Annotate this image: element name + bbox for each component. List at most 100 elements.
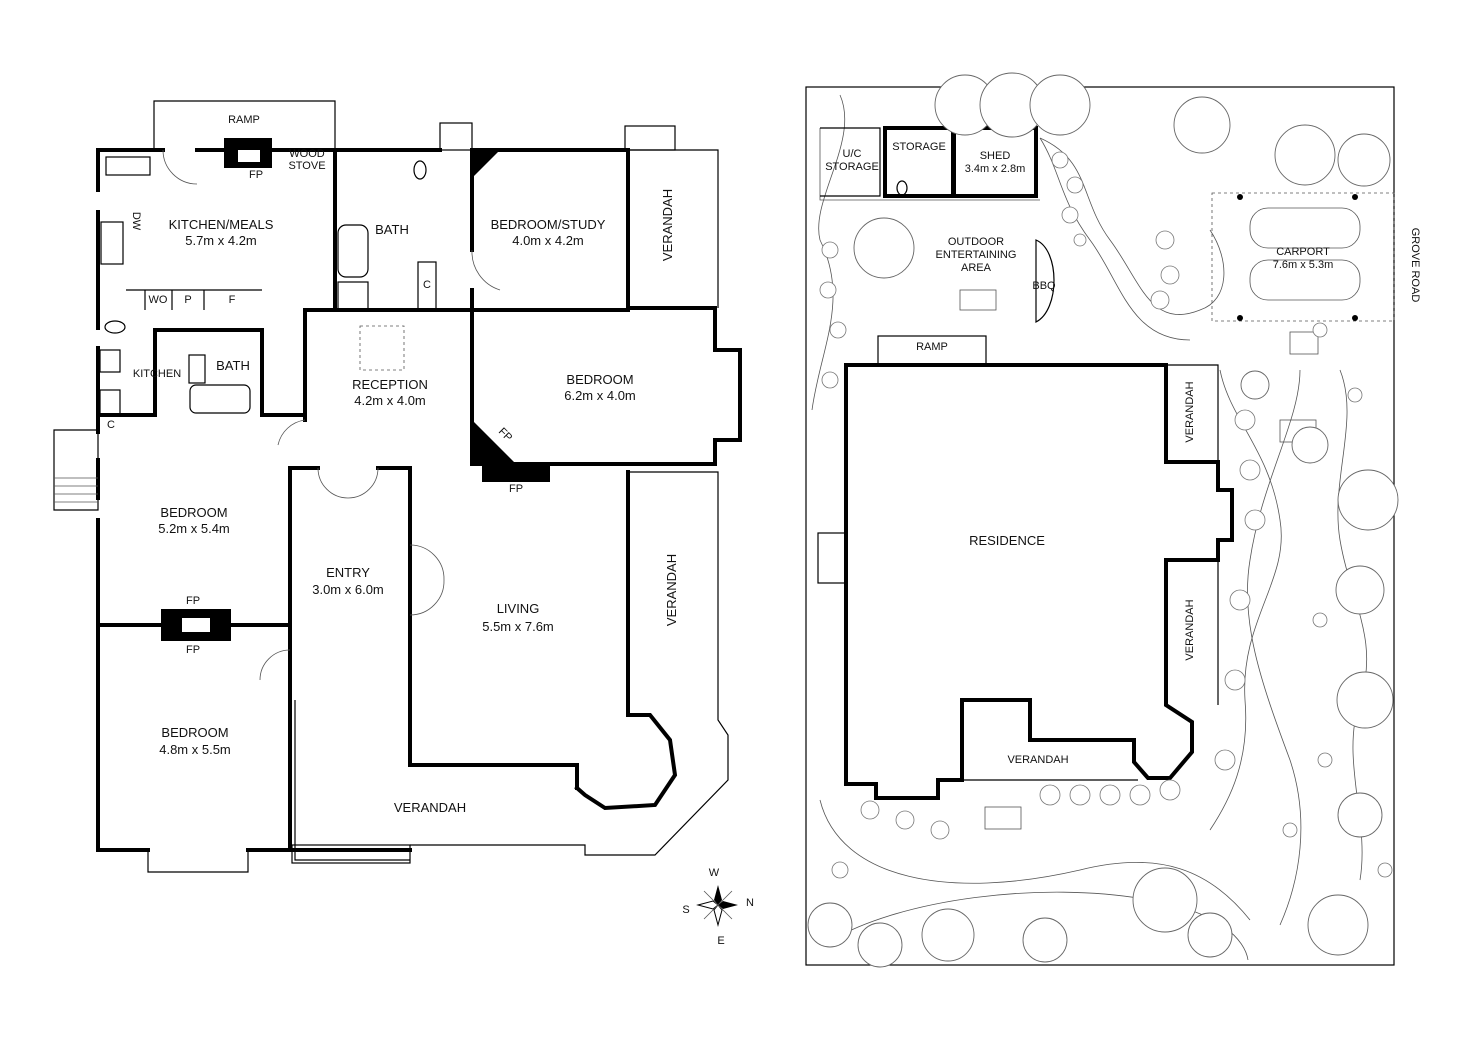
paving-south — [984, 806, 1022, 830]
shower-upper — [337, 281, 369, 311]
compass-s: S — [682, 904, 689, 916]
bedroom-east-size: 6.2m x 4.0m — [564, 388, 636, 403]
reception-door — [277, 419, 306, 446]
verandah-east-label: VERANDAH — [664, 554, 679, 626]
shed-building — [952, 126, 1038, 198]
storage-toilet — [896, 180, 908, 196]
outdoor-label-2: ENTERTAINING — [936, 249, 1017, 261]
bath-upper-label: BATH — [375, 222, 409, 237]
fireplace-label-bedroom-2: FP — [186, 644, 200, 656]
compass-w: W — [709, 867, 720, 879]
shed-size: 3.4m x 2.8m — [965, 163, 1026, 175]
site-side-steps — [817, 532, 847, 584]
living-size: 5.5m x 7.6m — [482, 619, 554, 634]
kitchen-sink-small — [99, 349, 121, 373]
car-2 — [1249, 259, 1361, 301]
outdoor-label-1: OUTDOOR — [948, 236, 1004, 248]
fireplace-label-kitchen: FP — [249, 169, 263, 181]
compass-e: E — [717, 935, 724, 947]
carport-outline — [1211, 192, 1395, 322]
wall-oven-label: WO — [149, 294, 168, 306]
living-name: LIVING — [497, 601, 540, 616]
fridge-label: F — [229, 294, 236, 306]
site-ramp-label: RAMP — [916, 341, 948, 353]
garden-edge-east — [1209, 369, 1368, 881]
fireplace-label-bedroom-1: FP — [186, 595, 200, 607]
site-verandah-east-1: VERANDAH — [1184, 381, 1196, 442]
steps-north — [439, 122, 473, 151]
bbq-label: BBQ — [1032, 280, 1056, 292]
garden-paths-south — [819, 369, 1302, 961]
basin-lower — [188, 354, 206, 384]
verandah-step — [291, 844, 411, 864]
site-verandah-south: VERANDAH — [1007, 754, 1068, 766]
bedroom-2-name: BEDROOM — [161, 725, 228, 740]
bath-lower-label: BATH — [216, 358, 250, 373]
living-doors — [409, 544, 445, 616]
ramp-outline — [153, 100, 336, 148]
uc-storage-label-1: U/C — [843, 148, 862, 160]
kitchen-small-label: KITCHEN — [133, 368, 181, 380]
dishwasher-label: DW — [130, 212, 142, 231]
fireplace-study-corner — [472, 150, 500, 178]
grove-road-label: GROVE ROAD — [1409, 228, 1421, 303]
wood-stove-label-1: WOOD — [289, 148, 324, 160]
residence-verandahs — [962, 364, 1219, 781]
storage-building — [883, 126, 955, 198]
bathtub-lower — [189, 384, 251, 414]
uc-storage-outline — [820, 127, 881, 197]
fireplace-living — [482, 466, 550, 482]
bedroom-study-size: 4.0m x 4.2m — [512, 233, 584, 248]
bay-window — [147, 850, 249, 873]
site-verandah-east-2: VERANDAH — [1184, 599, 1196, 660]
kitchen-bench — [126, 289, 262, 310]
stove-small — [99, 389, 121, 415]
entry-name: ENTRY — [326, 565, 370, 580]
uc-storage-label-2: STORAGE — [825, 161, 879, 173]
site-plan: U/C STORAGE STORAGE SHED 3.4m x 2.8m OUT… — [805, 72, 1421, 968]
compass: W S N E — [682, 867, 754, 947]
garden-edge-west — [811, 94, 846, 411]
skylight — [359, 325, 405, 371]
outdoor-label-3: AREA — [961, 262, 992, 274]
bedroom-1-name: BEDROOM — [160, 505, 227, 520]
bedroom-door — [259, 649, 291, 681]
fireplace-bedroom-corner — [472, 420, 516, 464]
fireplace-label-living: FP — [509, 483, 523, 495]
residence-label: RESIDENCE — [969, 533, 1045, 548]
compass-n: N — [746, 897, 754, 909]
bedroom-study-name: BEDROOM/STUDY — [491, 217, 606, 232]
ramp-label: RAMP — [228, 114, 260, 126]
sink — [105, 156, 151, 176]
cupboard-label-bath: C — [423, 279, 431, 291]
bathtub-upper — [337, 224, 369, 278]
reception-name: RECEPTION — [352, 377, 428, 392]
bedroom-east-name: BEDROOM — [566, 372, 633, 387]
paving-carport — [1289, 331, 1319, 355]
shrubs — [819, 151, 1393, 879]
living-bay-walls — [574, 470, 678, 811]
bedroom-2-size: 4.8m x 5.5m — [159, 742, 231, 757]
paving-outdoor — [959, 289, 997, 311]
bbq-outline — [1035, 239, 1055, 323]
toilet-upper — [413, 160, 427, 180]
steps-verandah — [624, 125, 676, 151]
side-steps — [53, 429, 99, 511]
bedroom-1-size: 5.2m x 5.4m — [158, 521, 230, 536]
entry-doors — [317, 467, 379, 499]
kitchen-meals-name: KITCHEN/MEALS — [169, 217, 274, 232]
carport-name: CARPORT — [1276, 246, 1330, 258]
car-1 — [1249, 207, 1361, 249]
kitchen-meals-size: 5.7m x 4.2m — [185, 233, 257, 248]
site-boundary — [805, 86, 1395, 966]
door-arc — [162, 149, 198, 185]
fireplace-label-corner: FP — [496, 426, 514, 444]
residence-outline — [844, 363, 1234, 800]
reception-size: 4.2m x 4.0m — [354, 393, 426, 408]
entry-size: 3.0m x 6.0m — [312, 582, 384, 597]
compass-needle-w — [714, 885, 722, 905]
wood-stove-label-2: STOVE — [288, 160, 325, 172]
storage-label: STORAGE — [892, 141, 946, 153]
verandah-south-outline — [294, 471, 729, 861]
